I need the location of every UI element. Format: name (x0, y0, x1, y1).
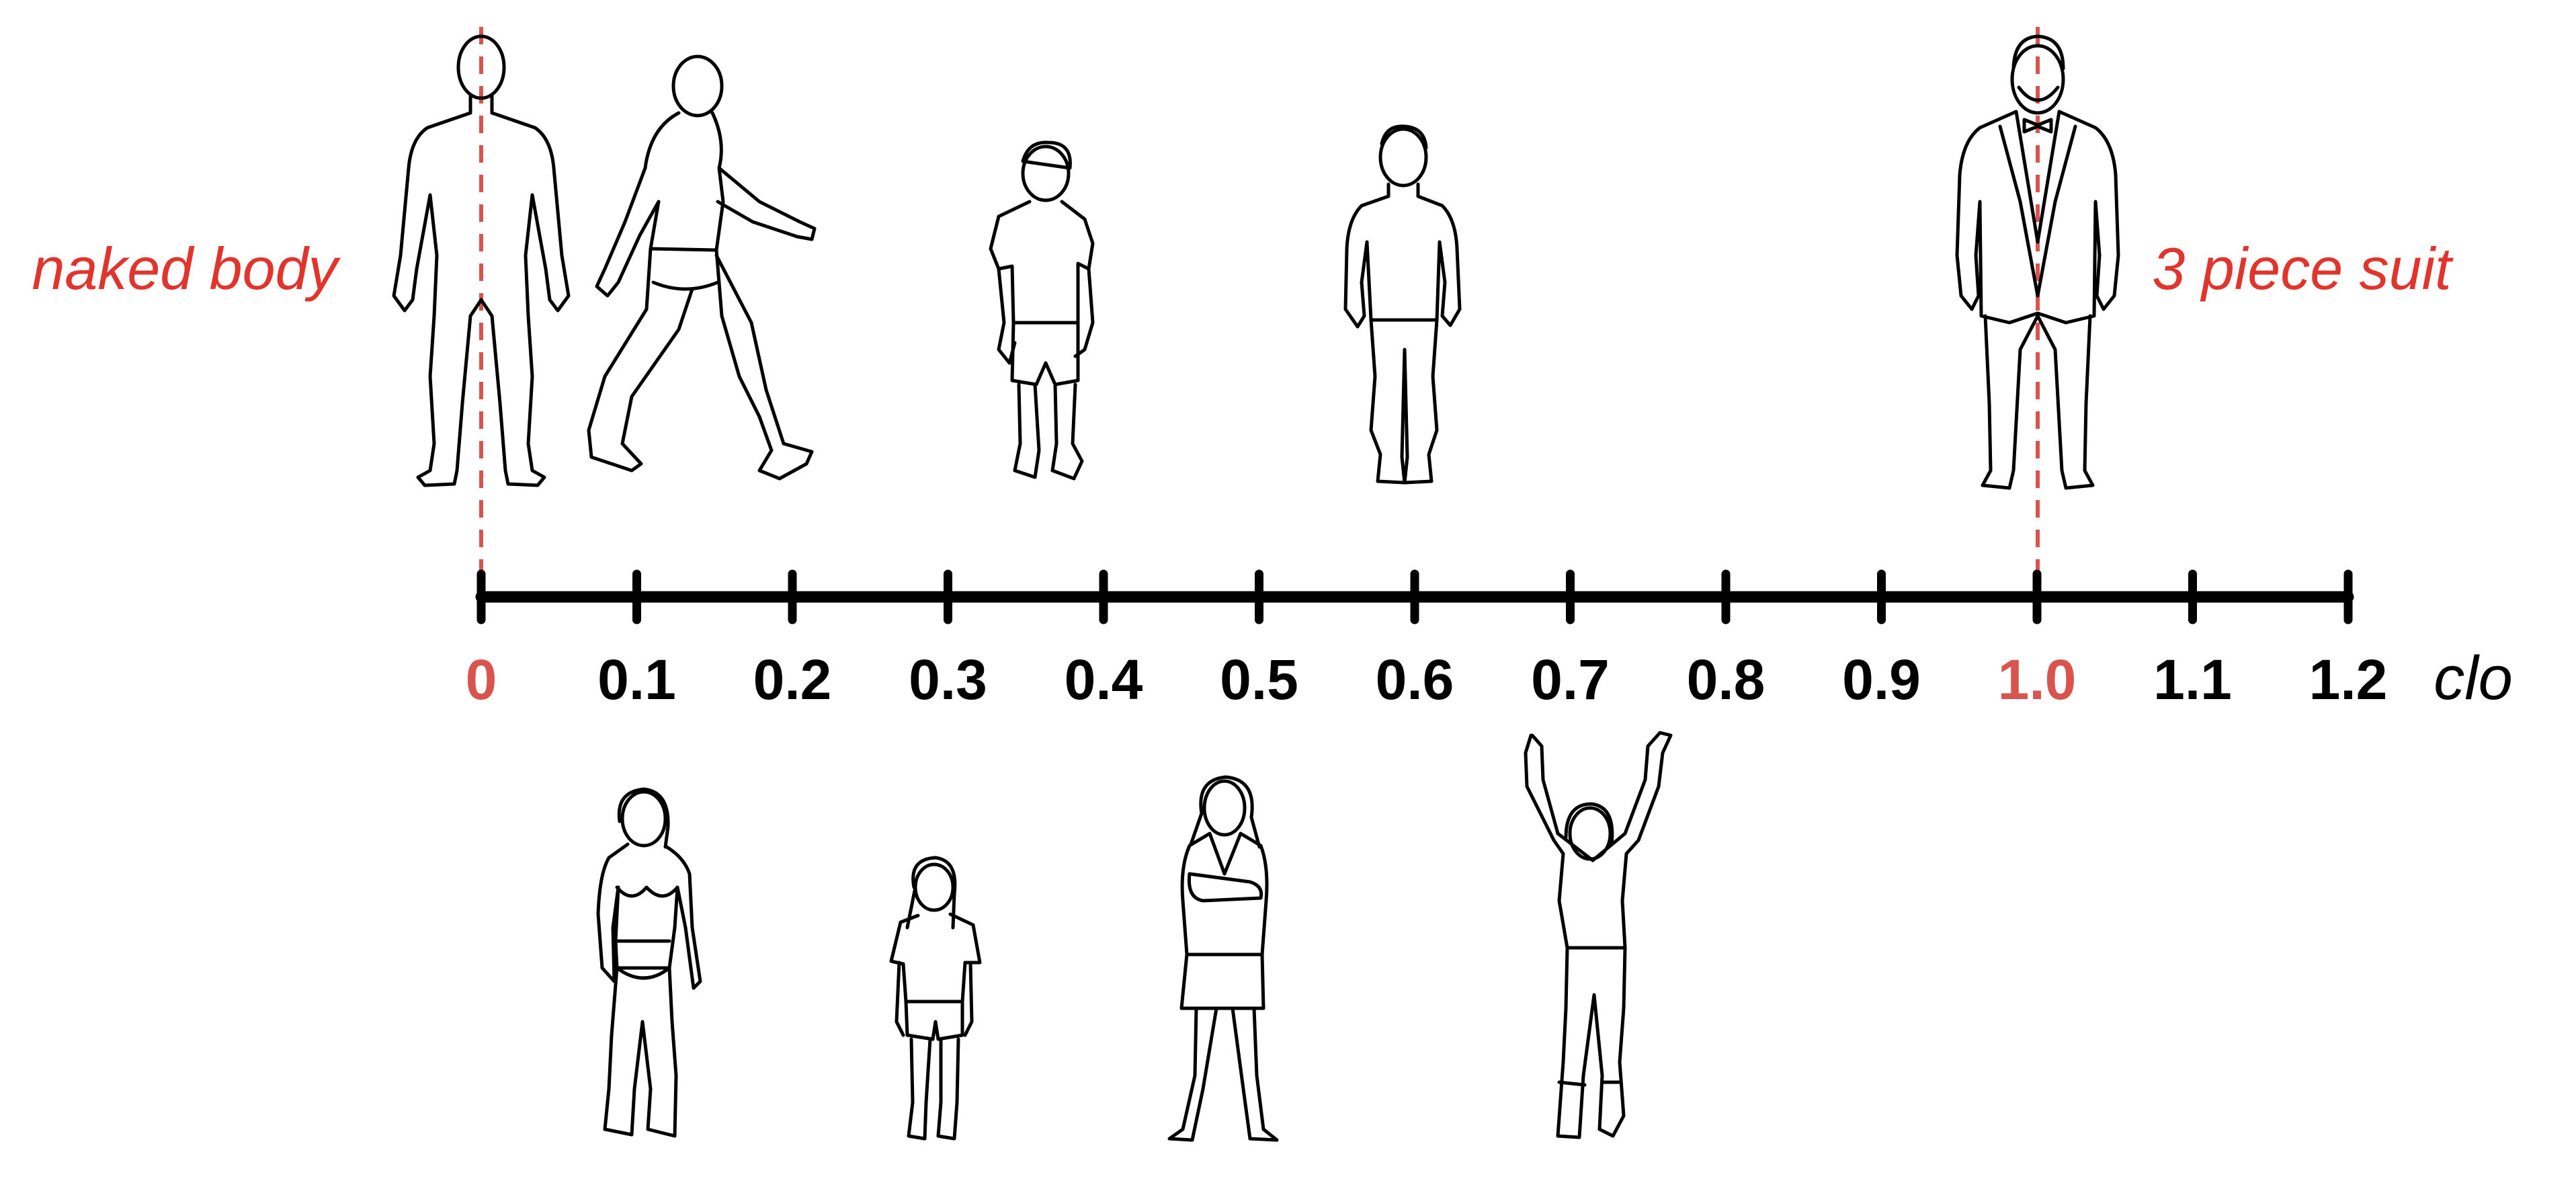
boy-long-clothes-icon (1343, 124, 1462, 485)
tick-label: 0.6 (1376, 648, 1454, 711)
tick-label: 1.2 (2309, 648, 2388, 711)
naked-body-label: naked body (32, 235, 341, 302)
tick-label: 0.4 (1065, 648, 1143, 711)
unit-label: clo (2434, 644, 2513, 713)
man-suit-bowtie-icon (1955, 34, 2120, 490)
woman-lingerie-icon (596, 787, 702, 1138)
tick-label: 0 (466, 648, 497, 711)
walking-man-underwear-icon (587, 54, 817, 481)
girl-shorts-icon (889, 856, 982, 1141)
three-piece-suit-label: 3 piece suit (2152, 235, 2454, 302)
tick-label: 0.5 (1220, 648, 1298, 711)
tick-label: 0.2 (753, 648, 832, 711)
woman-business-suit-icon (1167, 775, 1279, 1142)
tick-label: 0.9 (1842, 648, 1921, 711)
tick-label: 1.1 (2153, 648, 2232, 711)
tick-label: 1.0 (1998, 648, 2077, 711)
clo-axis-tick-labels: 0 0.1 0.2 0.3 0.4 0.5 0.6 0.7 0.8 0.9 1.0 1.1 1.2 (466, 648, 2388, 711)
tick-label: 0.7 (1531, 648, 1610, 711)
tick-label: 0.8 (1687, 648, 1765, 711)
tick-label: 0.3 (909, 648, 987, 711)
woman-arms-raised-icon (1524, 731, 1673, 1139)
tick-label: 0.1 (597, 648, 676, 711)
clo-axis-ticks (476, 569, 2353, 624)
boy-shorts-tshirt-icon (989, 140, 1095, 481)
naked-man-icon (392, 34, 571, 487)
